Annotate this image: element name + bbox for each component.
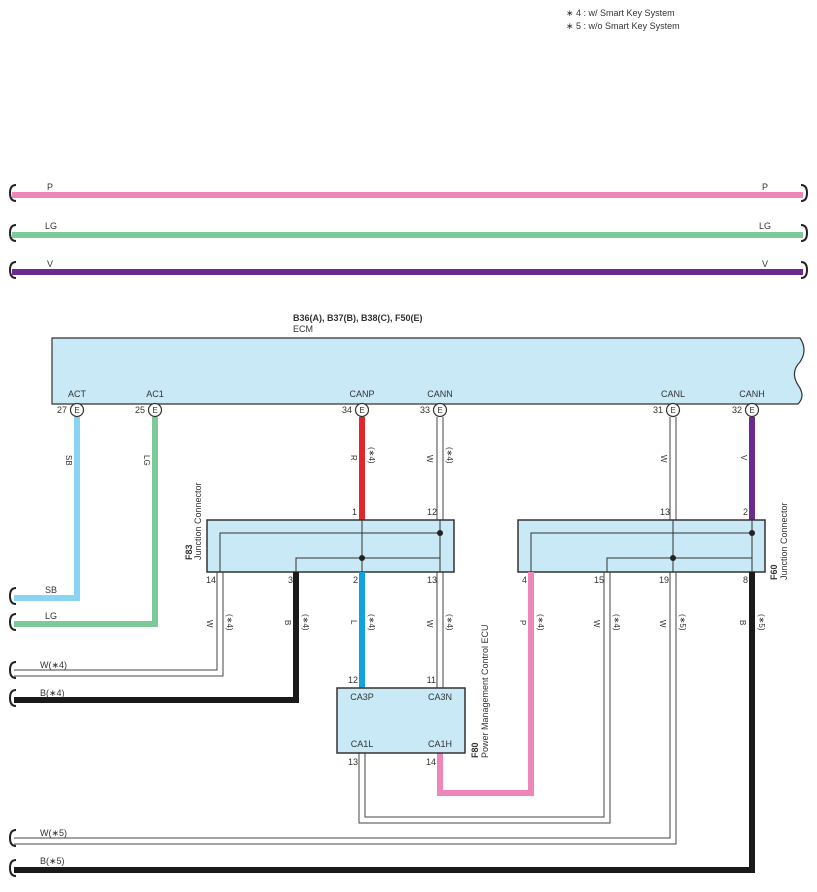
f60-pin-b19: 19 xyxy=(659,575,669,585)
left-breaks xyxy=(8,587,17,877)
bus-v-left-label: V xyxy=(47,259,53,269)
wire-code-canl: W xyxy=(659,455,668,463)
bus-p-right-label: P xyxy=(762,182,768,192)
f60-name: Junction Connector xyxy=(779,502,789,580)
f83-pin-b2: 2 xyxy=(353,575,358,585)
ecm-box xyxy=(51,337,805,405)
wire-code-act: SB xyxy=(64,455,73,466)
note-no-smart-key: ∗ 5 : w/o Smart Key System xyxy=(566,21,680,31)
ecm-pin-name-canp: CANP xyxy=(349,389,374,399)
f83-junction-connector: 1 12 14 3 2 13 F83 Junction Connector xyxy=(184,482,455,585)
ecm-pin-name-ac1: AC1 xyxy=(146,389,164,399)
f83-pin-b13: 13 xyxy=(427,575,437,585)
f80-pin-num-14: 14 xyxy=(426,757,436,767)
left-label-b5: B(∗5) xyxy=(40,856,65,866)
wire-code-cann: W xyxy=(425,455,434,463)
ecm-pin-canl: E 31 xyxy=(653,402,681,418)
wire-code-f60-15: W xyxy=(592,620,601,628)
bus-v-right-label: V xyxy=(762,259,768,269)
wire-note-f83-14: (∗4) xyxy=(225,614,234,631)
wire-note-cann: (∗4) xyxy=(445,447,454,464)
svg-text:E: E xyxy=(670,406,675,415)
wire-note-f60-8: (∗5) xyxy=(757,614,766,631)
wire-code-canh: V xyxy=(739,455,748,461)
f60-junction-connector: 13 2 4 15 19 8 F60 Junction Connector xyxy=(517,502,789,585)
svg-text:E: E xyxy=(152,406,157,415)
ecm-pin-name-canl: CANL xyxy=(661,389,685,399)
f80-pin-num-13: 13 xyxy=(348,757,358,767)
left-label-b4: B(∗4) xyxy=(40,688,65,698)
wire-code-f60-4: P xyxy=(518,620,527,625)
f80-pin-num-12: 12 xyxy=(348,675,358,685)
wire-code-f60-8: B xyxy=(738,620,747,625)
f83-pin-b14: 14 xyxy=(206,575,216,585)
f80-power-management-ecu: CA3P CA3N CA1L CA1H 12 11 13 14 F80 Powe… xyxy=(336,624,490,767)
f83-pin-top-1: 1 xyxy=(352,507,357,517)
wire-note-f60-4: (∗4) xyxy=(536,614,545,631)
ecm-pin-name-act: ACT xyxy=(68,389,87,399)
bus-line-lg: LG LG xyxy=(8,221,809,242)
wire-code-f83-3: B xyxy=(283,620,292,625)
ecm-pin-num-canp: 34 xyxy=(342,405,352,415)
f60-code: F60 xyxy=(769,564,779,580)
left-label-lg: LG xyxy=(45,611,57,621)
f80-pin-name-ca3n: CA3N xyxy=(428,692,452,702)
f83-name: Junction Connector xyxy=(193,482,203,560)
wire-code-f60-19: W xyxy=(658,620,667,628)
wire-note-f83-2: (∗4) xyxy=(367,614,376,631)
left-label-w5: W(∗5) xyxy=(40,828,67,838)
bus-line-p: P P xyxy=(8,182,809,202)
f80-pin-num-11: 11 xyxy=(427,675,436,685)
f60-pin-top-13: 13 xyxy=(660,507,670,517)
svg-text:E: E xyxy=(437,406,442,415)
wire-code-canp: R xyxy=(349,455,358,461)
wire-note-f60-19: (∗5) xyxy=(678,614,687,631)
note-smart-key: ∗ 4 : w/ Smart Key System xyxy=(566,8,675,18)
wire-code-ac1: LG xyxy=(142,455,151,466)
f83-pin-b3: 3 xyxy=(288,575,293,585)
left-label-w4: W(∗4) xyxy=(40,660,67,670)
f80-pin-name-ca3p: CA3P xyxy=(350,692,374,702)
bus-line-v: V V xyxy=(8,259,809,279)
f80-pin-name-ca1h: CA1H xyxy=(428,739,452,749)
bus-p-left-label: P xyxy=(47,182,53,192)
f60-pin-b15: 15 xyxy=(594,575,604,585)
ecm-name-label: ECM xyxy=(293,324,313,334)
f60-pin-top-2: 2 xyxy=(743,507,748,517)
svg-text:E: E xyxy=(74,406,79,415)
ecm-pin-num-canh: 32 xyxy=(732,405,742,415)
ecm-pin-act: E 27 xyxy=(57,402,85,418)
ecm-pin-num-canl: 31 xyxy=(653,405,663,415)
ecm-pin-ac1: E 25 xyxy=(135,402,163,418)
f60-pin-b4: 4 xyxy=(522,575,527,585)
left-label-sb: SB xyxy=(45,585,57,595)
f83-pin-top-12: 12 xyxy=(427,507,437,517)
ecm-pin-name-canh: CANH xyxy=(739,389,765,399)
f60-pin-b8: 8 xyxy=(743,575,748,585)
wire-note-canp: (∗4) xyxy=(367,447,376,464)
svg-text:E: E xyxy=(749,406,754,415)
wire-code-f83-2: L xyxy=(349,620,358,625)
svg-text:E: E xyxy=(359,406,364,415)
bus-lg-left-label: LG xyxy=(45,221,57,231)
f80-pin-name-ca1l: CA1L xyxy=(351,739,374,749)
wire-note-f83-13: (∗4) xyxy=(445,614,454,631)
ecm-connectors-label: B36(A), B37(B), B38(C), F50(E) xyxy=(293,313,423,323)
bus-lg-right-label: LG xyxy=(759,221,771,231)
wire-code-f83-13: W xyxy=(425,620,434,628)
f80-code: F80 xyxy=(470,742,480,758)
ecm-pin-canh: E 32 xyxy=(732,402,760,418)
ecm-pin-name-cann: CANN xyxy=(427,389,453,399)
wire-note-f60-15: (∗4) xyxy=(612,614,621,631)
f80-name: Power Management Control ECU xyxy=(480,624,490,758)
ecm-pin-num-act: 27 xyxy=(57,405,67,415)
f83-code: F83 xyxy=(184,544,194,560)
wire-note-f83-3: (∗4) xyxy=(301,614,310,631)
ecm-pin-canp: E 34 xyxy=(342,402,370,418)
ecm-pin-num-ac1: 25 xyxy=(135,405,145,415)
ecm-pin-cann: E 33 xyxy=(420,402,448,418)
ecm-pin-num-cann: 33 xyxy=(420,405,430,415)
wire-code-f83-14: W xyxy=(205,620,214,628)
